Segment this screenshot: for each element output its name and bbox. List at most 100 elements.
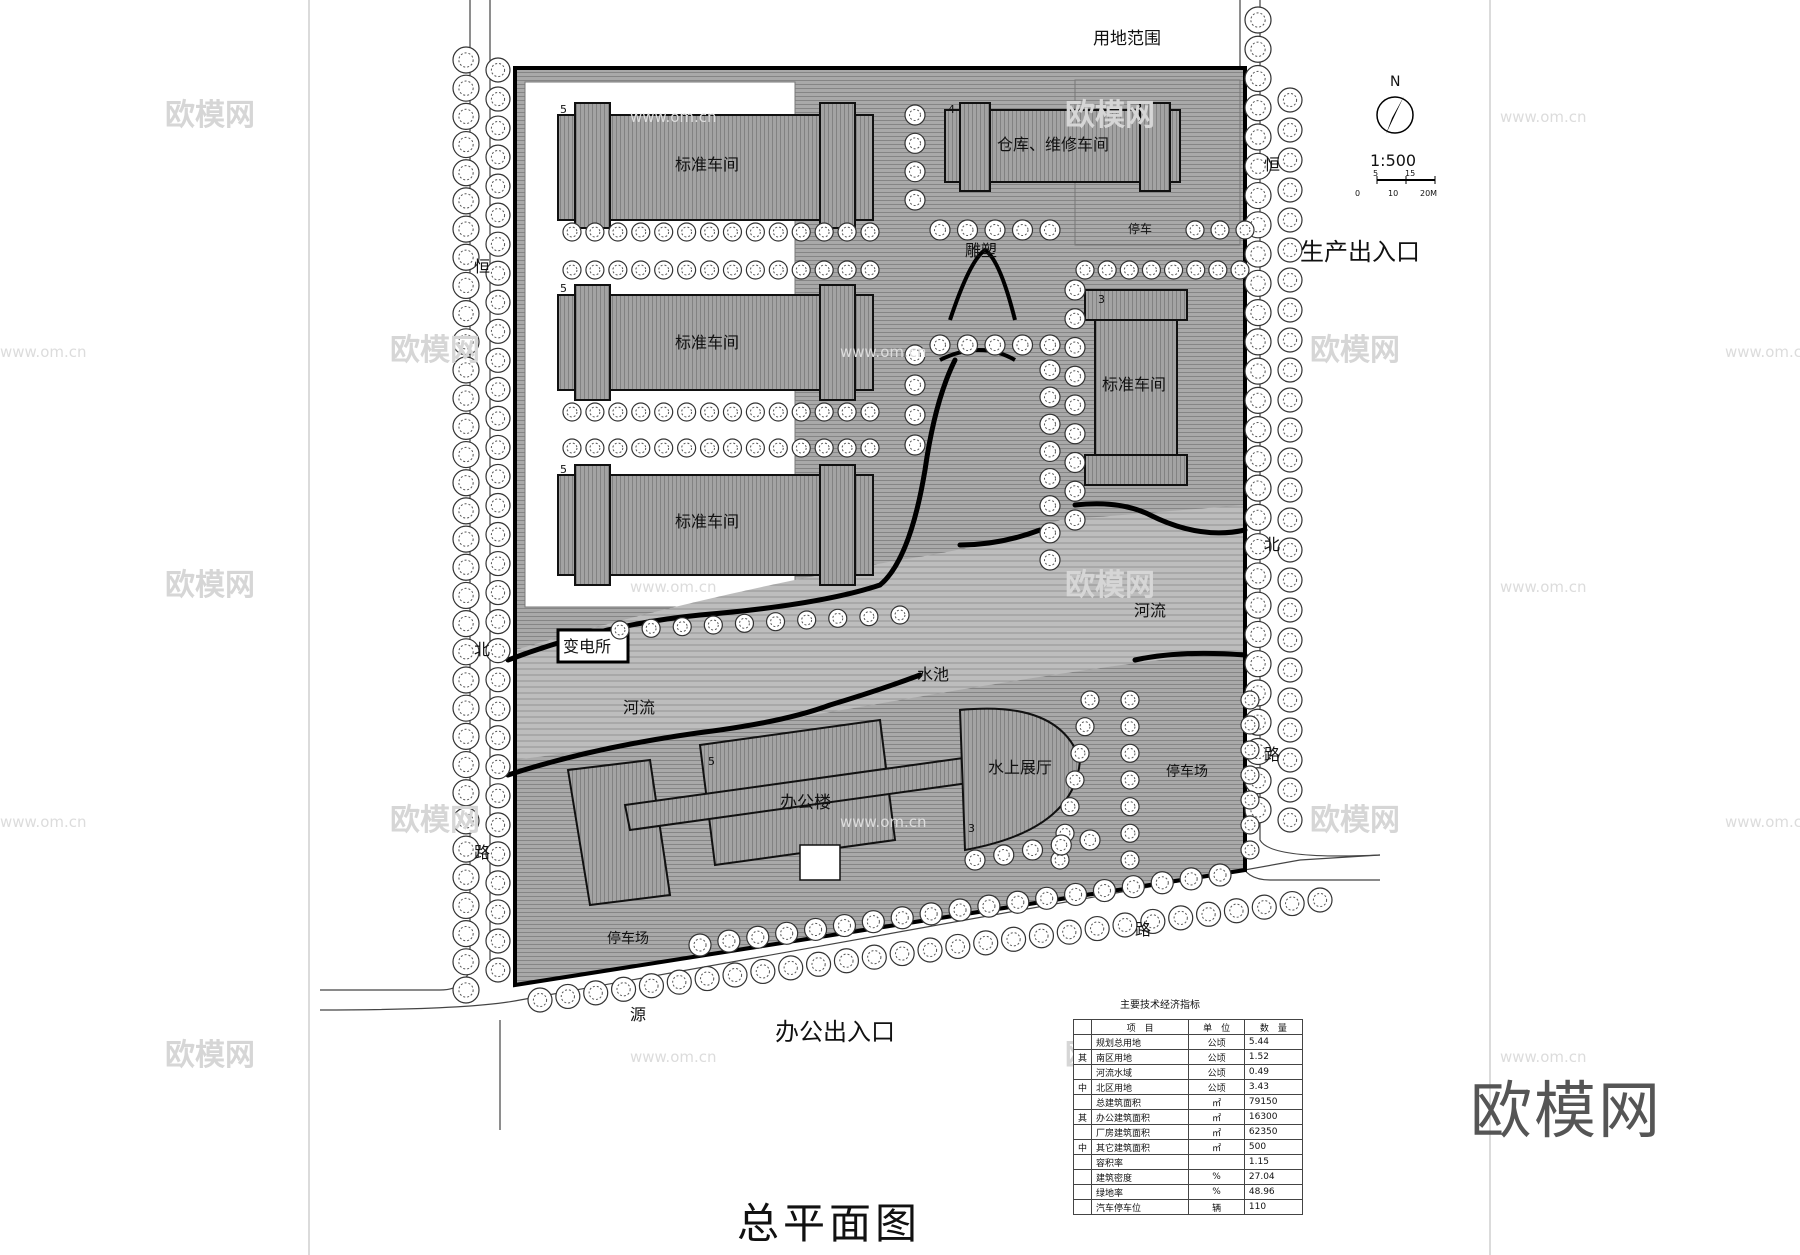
tree-symbol xyxy=(562,402,582,422)
parking-se-label: 停车场 xyxy=(1166,763,1208,780)
tree-symbol xyxy=(818,226,830,238)
office-label: 办公楼 xyxy=(780,793,831,813)
tree-symbol xyxy=(614,624,626,636)
tree-symbol xyxy=(1011,895,1025,909)
river-west-label: 河流 xyxy=(623,698,655,717)
road-east-char-2: 北 xyxy=(1264,535,1280,554)
scale-label: 1:500 xyxy=(1370,151,1416,170)
tree-symbol xyxy=(1055,839,1068,851)
tree-symbol xyxy=(562,222,582,242)
tree-symbol xyxy=(904,374,926,396)
table-cell-side: 中 xyxy=(1072,1139,1093,1155)
tree-symbol xyxy=(982,899,996,913)
tree-symbol xyxy=(645,622,657,634)
tree-symbol xyxy=(727,406,738,418)
tree-symbol xyxy=(978,935,993,950)
tree-symbol xyxy=(1250,421,1266,438)
road-east-char-3: 路 xyxy=(1264,745,1280,764)
tree-symbol xyxy=(1124,694,1136,706)
tree-symbol xyxy=(490,208,506,223)
tree-symbol xyxy=(1282,812,1298,828)
tree-symbol xyxy=(1064,480,1086,502)
tree-symbol xyxy=(485,115,511,141)
tree-symbol xyxy=(814,438,834,458)
tree-symbol xyxy=(1250,743,1266,760)
tree-symbol xyxy=(1282,362,1298,378)
tree-symbol xyxy=(658,226,670,238)
tree-symbol xyxy=(490,672,506,687)
tree-symbol xyxy=(904,404,926,426)
tree-symbol xyxy=(681,264,693,276)
tree-symbol xyxy=(681,442,693,454)
tree-symbol xyxy=(612,226,624,238)
tree-symbol xyxy=(934,339,946,351)
tree-symbol xyxy=(895,946,910,961)
tree-symbol xyxy=(1120,690,1140,710)
tree-symbol xyxy=(485,667,511,693)
tree-symbol xyxy=(490,179,506,194)
tree-symbol xyxy=(1277,627,1303,653)
tree-symbol xyxy=(1119,260,1139,280)
tree-symbol xyxy=(490,701,506,716)
tree-symbol xyxy=(699,438,720,458)
table-cell-item: 办公建筑面积 xyxy=(1091,1109,1190,1125)
tree-symbol xyxy=(654,438,674,458)
tree-symbol xyxy=(490,411,506,426)
tree-symbol xyxy=(727,226,738,238)
tree-symbol xyxy=(1244,94,1272,122)
tree-symbol xyxy=(745,438,765,458)
tree-symbol xyxy=(984,334,1006,356)
tree-symbol xyxy=(458,841,474,857)
tree-symbol xyxy=(722,438,743,458)
tree-symbol xyxy=(458,531,474,547)
tree-symbol xyxy=(1016,339,1029,351)
tree-symbol xyxy=(1195,901,1222,927)
tree-symbol xyxy=(832,612,844,624)
table-side-header xyxy=(1072,1019,1093,1035)
tree-symbol xyxy=(1075,260,1095,280)
watermark-url: www.om.cn xyxy=(840,813,927,831)
tree-symbol xyxy=(1075,717,1095,737)
tree-symbol xyxy=(677,402,697,422)
table-cell-value: 3.43 xyxy=(1243,1079,1304,1095)
tree-symbol xyxy=(948,898,972,922)
tree-symbol xyxy=(688,933,712,957)
tree-symbol xyxy=(984,219,1006,241)
tree-symbol xyxy=(839,953,854,968)
tree-symbol xyxy=(1277,597,1303,623)
tree-symbol xyxy=(791,438,811,458)
tree-symbol xyxy=(485,550,511,577)
tree-symbol xyxy=(699,402,720,422)
tree-symbol xyxy=(1282,272,1298,288)
tree-symbol xyxy=(1277,777,1303,803)
road-south-char-2: 源 xyxy=(630,1005,646,1024)
tree-symbol xyxy=(864,442,876,454)
tree-symbol xyxy=(770,616,782,628)
table-cell-unit: 公顷 xyxy=(1188,1034,1245,1050)
tree-symbol xyxy=(566,264,578,276)
tree-symbol xyxy=(945,933,971,960)
tree-symbol xyxy=(1277,657,1303,683)
tree-symbol xyxy=(895,911,909,925)
tree-symbol xyxy=(1039,359,1061,381)
tree-symbol xyxy=(837,438,857,458)
tree-symbol xyxy=(1250,217,1266,233)
tree-symbol xyxy=(490,353,506,368)
tree-symbol xyxy=(1244,35,1272,63)
tree-symbol xyxy=(860,260,880,280)
tree-symbol xyxy=(922,942,938,958)
table-cell-side xyxy=(1072,1184,1093,1200)
tree-symbol xyxy=(961,339,974,351)
watermark-url: www.om.cn xyxy=(1725,813,1800,831)
tree-symbol xyxy=(818,442,830,454)
tree-symbol xyxy=(1090,921,1105,936)
tree-symbol xyxy=(1201,907,1216,922)
tree-symbol xyxy=(452,215,480,243)
tree-symbol xyxy=(485,86,511,112)
tree-symbol xyxy=(1124,827,1136,839)
road-west-char-1: 恒 xyxy=(474,257,490,276)
